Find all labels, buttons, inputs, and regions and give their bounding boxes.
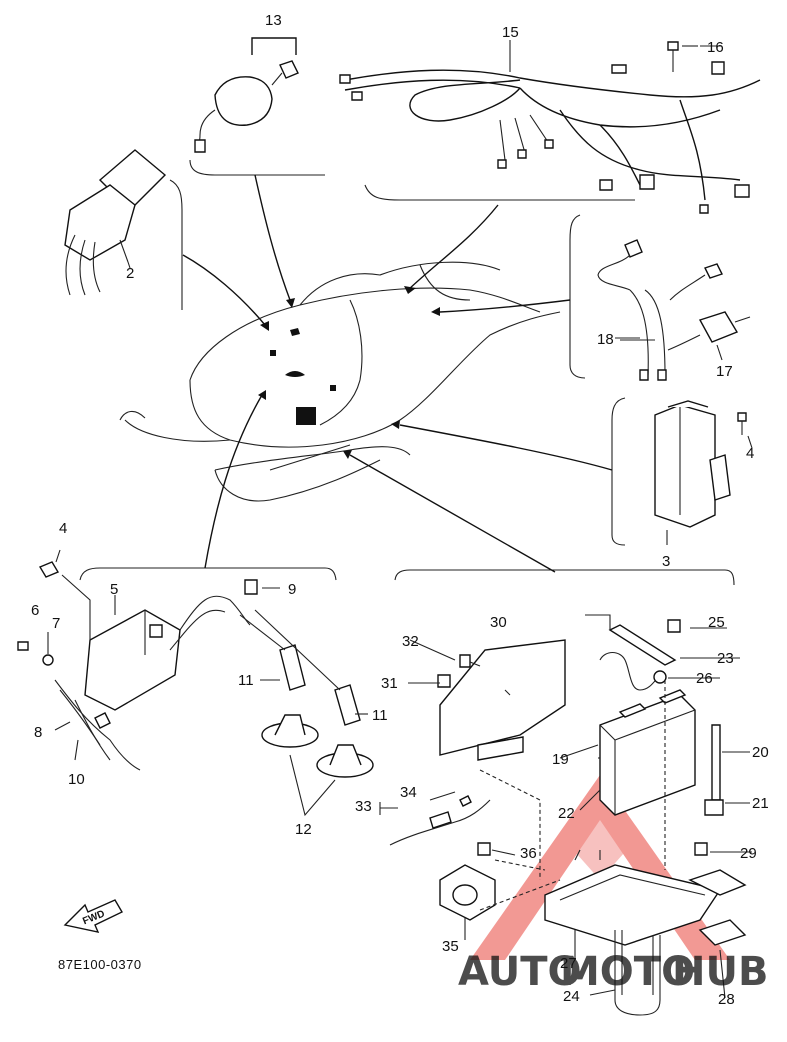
part-23-strap (585, 614, 677, 666)
callout-labels: 13 15 16 2 18 17 4 3 4 5 9 6 7 8 10 11 1… (31, 12, 769, 1008)
frame-17-18 (569, 214, 586, 379)
callout-19: 19 (552, 751, 569, 768)
callout-4-left: 4 (59, 520, 67, 537)
callout-8: 8 (34, 724, 42, 741)
part-16-bolt (667, 41, 698, 72)
snowmobile-outline (119, 261, 561, 502)
callout-17: 17 (716, 363, 733, 380)
callout-29: 29 (740, 845, 757, 862)
callout-32: 32 (402, 633, 419, 650)
watermark-hub: HUB (672, 949, 768, 995)
part-24-band (614, 930, 661, 1016)
watermark-moto: MOTO (560, 949, 695, 995)
callout-31: 31 (381, 675, 398, 692)
watermark-text: AUTO MOTO HUB (458, 949, 768, 995)
callout-4-top: 4 (746, 445, 754, 462)
part-13-switch (194, 37, 299, 153)
callout-35: 35 (442, 938, 459, 955)
callout-2: 2 (126, 265, 134, 282)
frame-lower-right (394, 569, 735, 586)
part-19-battery (599, 689, 696, 816)
callout-16: 16 (707, 39, 724, 56)
callout-24: 24 (563, 988, 580, 1005)
callout-36: 36 (520, 845, 537, 862)
part-5-ignition-coil (84, 595, 251, 711)
frame-3 (611, 397, 626, 546)
callout-10: 10 (68, 771, 85, 788)
callout-25: 25 (708, 614, 725, 631)
callout-34: 34 (400, 784, 417, 801)
part-20-tube (711, 724, 721, 801)
callout-18: 18 (597, 331, 614, 348)
callout-23: 23 (717, 650, 734, 667)
watermark-auto: AUTO (458, 949, 582, 995)
part-26-wire (599, 651, 667, 691)
callout-5: 5 (110, 581, 118, 598)
callout-3: 3 (662, 553, 670, 570)
part-30-bracket (439, 639, 566, 761)
callout-6: 6 (31, 602, 39, 619)
callout-12: 12 (295, 821, 312, 838)
callout-11-left: 11 (238, 672, 254, 689)
callout-21: 21 (752, 795, 769, 812)
part-25-nut (667, 619, 681, 633)
part-15-wire-harness (339, 40, 761, 214)
leader-lines (127, 45, 752, 999)
part-27-28-battery-tray (544, 849, 747, 946)
parts-33-34-harness (379, 791, 491, 846)
callout-7: 7 (52, 615, 60, 632)
part-35-relay (439, 864, 496, 921)
part-2-cdi-unit (64, 149, 167, 296)
fwd-arrow-icon: FWD (63, 899, 123, 933)
part-17-18-switch-harness (597, 239, 751, 381)
frame-15 (364, 184, 635, 201)
frame-13 (189, 159, 325, 176)
callout-30: 30 (490, 614, 507, 631)
callout-13: 13 (265, 12, 282, 29)
callout-28: 28 (718, 991, 735, 1008)
callout-27: 27 (560, 955, 577, 972)
parts-4-6-7-8-10 (17, 549, 141, 771)
callout-20: 20 (752, 744, 769, 761)
parts-36-29-nuts (477, 842, 708, 856)
part-9-plug-cap (244, 579, 280, 595)
callout-26: 26 (696, 670, 713, 687)
part-12-plug-covers (261, 714, 374, 817)
part-11-plug-caps (239, 609, 368, 726)
part-4-bolt (737, 412, 753, 449)
callout-15: 15 (502, 24, 519, 41)
callout-9: 9 (288, 581, 296, 598)
callout-33: 33 (355, 798, 372, 815)
callout-22: 22 (558, 805, 575, 822)
diagram-code: 87E100-0370 (58, 957, 142, 972)
assembly-arrows (182, 174, 613, 573)
part-3-regulator (654, 400, 731, 528)
part-21-damper (704, 799, 724, 816)
frame-lower-left (79, 567, 337, 581)
callout-11-right: 11 (372, 707, 388, 724)
frame-2 (169, 179, 183, 310)
lower-right-dashed-guides (479, 680, 666, 911)
